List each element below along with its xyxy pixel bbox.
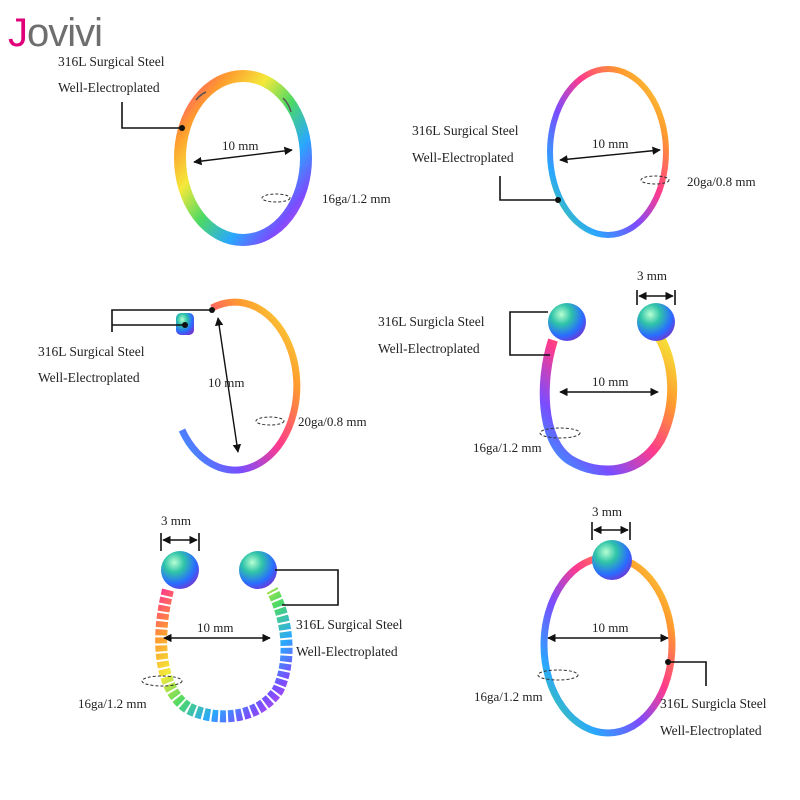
hinged-segment-ring xyxy=(174,70,312,246)
gauge-label: 16ga/1.2 mm xyxy=(78,696,147,711)
callout-line xyxy=(668,661,707,686)
finish-label: Well-Electroplated xyxy=(58,80,160,95)
captive-bead-ring-panel: 3 mm 10 mm 316L Surgicla Steel Well-Elec… xyxy=(474,504,767,738)
finish-label: Well-Electroplated xyxy=(296,644,398,659)
brand-logo: Jovivi xyxy=(8,11,102,55)
twisted-horseshoe-ring xyxy=(155,587,293,723)
ball-size-label: 3 mm xyxy=(592,504,622,519)
material-label: 316L Surgical Steel xyxy=(296,617,403,632)
gauge-label: 16ga/1.2 mm xyxy=(474,689,543,704)
diameter-arrow xyxy=(214,317,242,453)
callout-line xyxy=(111,309,212,332)
callout-dot xyxy=(209,307,215,313)
gauge-marker xyxy=(261,193,291,203)
ball-size-label: 3 mm xyxy=(637,268,667,283)
diameter-arrow xyxy=(193,146,293,166)
ball-end xyxy=(637,303,675,341)
diameter-label: 10 mm xyxy=(197,620,233,635)
ball-size-label: 3 mm xyxy=(161,513,191,528)
callout-bracket xyxy=(275,569,339,606)
seamless-ring xyxy=(547,66,669,238)
callout-line xyxy=(499,176,558,201)
hinge-mark xyxy=(195,91,207,101)
callout-dot xyxy=(182,322,188,328)
hinged-segment-ring-panel: 10 mm 316L Surgical Steel Well-Electropl… xyxy=(58,54,391,246)
diameter-label: 10 mm xyxy=(592,136,628,151)
callout-dot xyxy=(179,125,185,131)
twisted-horseshoe-ring-panel: 3 mm 10 mm 316L Surgical Steel Well-Elec… xyxy=(78,513,403,723)
brand-initial: J xyxy=(8,11,27,55)
callout-line xyxy=(121,102,182,129)
brand-rest: ovivi xyxy=(27,11,102,55)
diameter-label: 10 mm xyxy=(222,138,258,153)
clip-on-ring xyxy=(178,298,301,474)
ball-end xyxy=(239,551,277,589)
material-label: 316L Surgicla Steel xyxy=(660,696,767,711)
gauge-marker xyxy=(640,175,670,185)
finish-label: Well-Electroplated xyxy=(660,723,762,738)
gauge-label: 20ga/0.8 mm xyxy=(298,414,367,429)
finish-label: Well-Electroplated xyxy=(378,341,480,356)
horseshoe-ring xyxy=(539,335,678,476)
gauge-marker xyxy=(255,416,285,426)
clip-on-ring-panel: 10 mm 316L Surgical Steel Well-Electropl… xyxy=(38,298,367,474)
ball-end xyxy=(548,303,586,341)
callout-dot xyxy=(665,659,671,665)
material-label: 316L Surgical Steel xyxy=(58,54,165,69)
captive-bead xyxy=(592,540,632,580)
finish-label: Well-Electroplated xyxy=(38,370,140,385)
ball-end xyxy=(161,551,199,589)
seamless-ring-panel: 10 mm 316L Surgical Steel Well-Electropl… xyxy=(412,66,756,238)
horseshoe-ring-panel: 3 mm 10 mm 316L Surgicla Steel Well-Elec… xyxy=(378,268,678,476)
hinge-mark xyxy=(282,97,292,113)
gauge-marker xyxy=(539,427,581,439)
diameter-label: 10 mm xyxy=(208,375,244,390)
gauge-label: 16ga/1.2 mm xyxy=(473,440,542,455)
callout-dot xyxy=(555,197,561,203)
gauge-label: 20ga/0.8 mm xyxy=(687,174,756,189)
gauge-label: 16ga/1.2 mm xyxy=(322,191,391,206)
captive-bead-ring xyxy=(540,553,676,737)
diameter-label: 10 mm xyxy=(592,374,628,389)
diameter-label: 10 mm xyxy=(592,620,628,635)
finish-label: Well-Electroplated xyxy=(412,150,514,165)
material-label: 316L Surgical Steel xyxy=(412,123,519,138)
gauge-marker xyxy=(537,669,579,681)
gauge-marker xyxy=(141,675,183,687)
callout-bracket xyxy=(509,311,550,356)
diameter-arrow xyxy=(559,146,661,164)
material-label: 316L Surgical Steel xyxy=(38,344,145,359)
material-label: 316L Surgicla Steel xyxy=(378,314,485,329)
